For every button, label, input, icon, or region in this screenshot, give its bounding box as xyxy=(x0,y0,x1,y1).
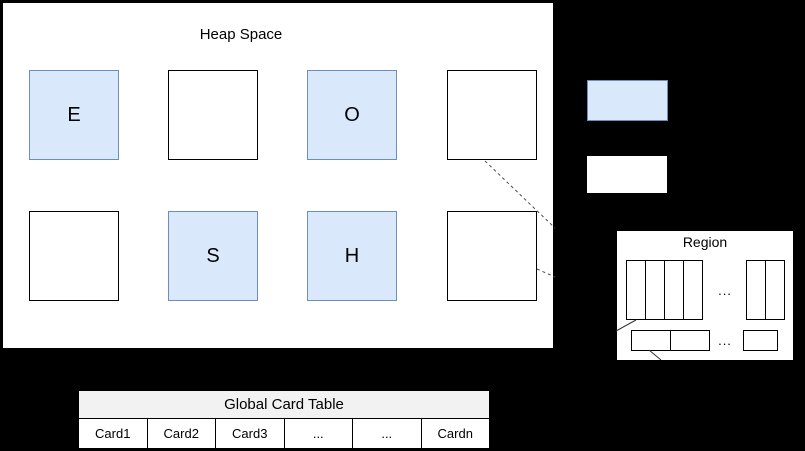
card-cell: ... xyxy=(352,419,421,448)
heap-square-label: E xyxy=(67,103,81,126)
region-object-cell xyxy=(765,260,785,320)
heap-square-old: O xyxy=(307,70,397,160)
heap-square-eden: E xyxy=(29,70,119,160)
heap-square-survivor: S xyxy=(168,211,258,301)
region-object-cell xyxy=(683,260,703,320)
heap-square-label: S xyxy=(206,244,220,267)
region-object-cell xyxy=(746,260,766,320)
region-object-cells-group-end xyxy=(746,260,785,320)
legend-used-region-swatch xyxy=(587,80,668,121)
heap-square-free-3 xyxy=(29,211,119,301)
heap-square-free-1 xyxy=(168,70,258,160)
region-object-cell xyxy=(645,260,665,320)
region-card-cells-group xyxy=(631,330,710,351)
heap-space-box: Heap Space E O S H xyxy=(2,2,554,349)
heap-space-title: Heap Space xyxy=(199,26,283,43)
region-ellipsis-bottom: ... xyxy=(718,333,732,348)
heap-square-label: H xyxy=(344,244,360,267)
global-card-table: Global Card Table Card1 Card2 Card3 ... … xyxy=(78,390,490,449)
heap-square-label: O xyxy=(344,103,360,126)
region-ellipsis-top: ... xyxy=(718,282,732,298)
region-card-cell-end-group xyxy=(743,330,778,351)
global-card-table-row: Card1 Card2 Card3 ... ... Cardn xyxy=(79,419,489,448)
card-cell: Card2 xyxy=(146,419,215,448)
card-cell: Cardn xyxy=(420,419,489,448)
region-object-cell xyxy=(664,260,684,320)
heap-square-humongous: H xyxy=(307,211,397,301)
card-cell: Card1 xyxy=(79,419,147,448)
region-object-cells-group xyxy=(626,260,703,320)
card-cell: ... xyxy=(283,419,352,448)
global-card-table-title: Global Card Table xyxy=(79,391,489,419)
card-cell: Card3 xyxy=(215,419,284,448)
legend-free-region-swatch xyxy=(587,156,667,193)
region-card-cell xyxy=(670,330,710,351)
heap-square-free-2 xyxy=(447,70,537,160)
region-card-cell xyxy=(743,330,778,351)
region-object-cell xyxy=(626,260,646,320)
heap-square-free-4 xyxy=(447,211,537,301)
region-card-cell xyxy=(631,330,671,351)
region-title: Region xyxy=(682,234,728,250)
region-box: Region ... ... xyxy=(616,230,794,361)
